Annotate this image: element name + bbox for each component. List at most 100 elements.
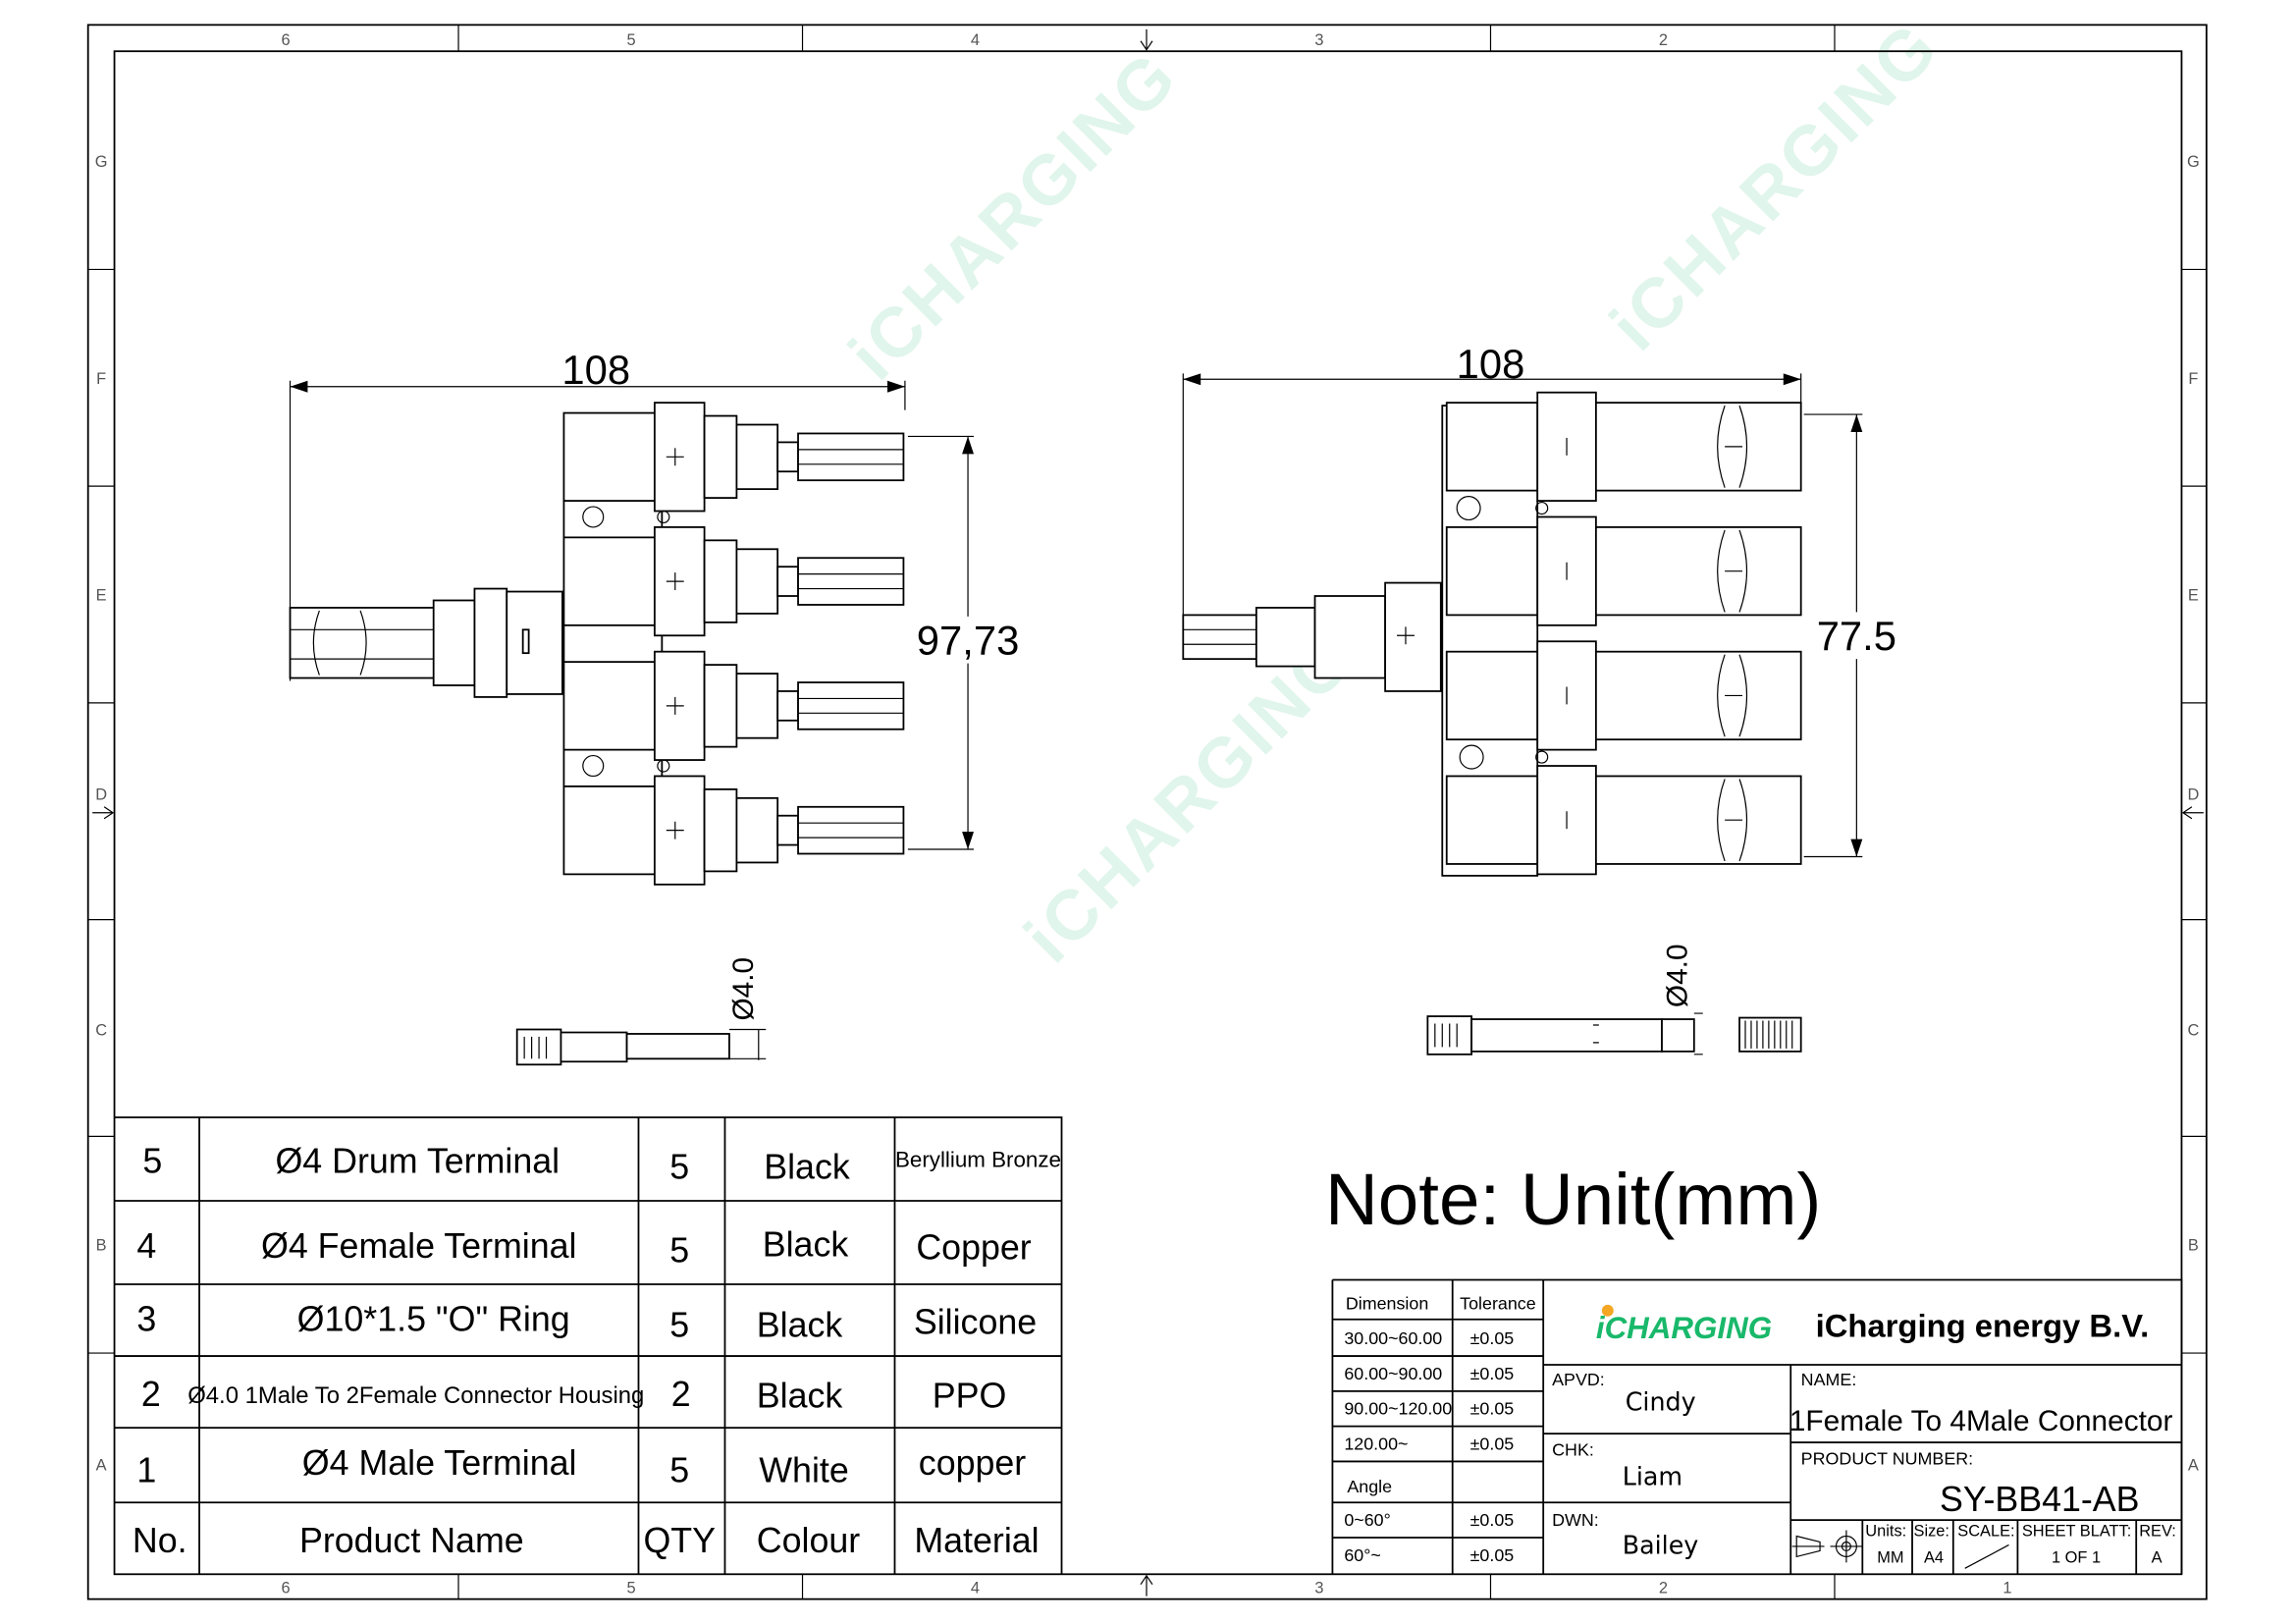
svg-text:120.00~: 120.00~	[1344, 1435, 1408, 1454]
svg-text:Colour: Colour	[757, 1521, 860, 1560]
svg-text:6: 6	[281, 31, 290, 49]
svg-text:APVD:: APVD:	[1552, 1370, 1605, 1389]
svg-text:±0.05: ±0.05	[1470, 1399, 1515, 1419]
svg-text:3: 3	[136, 1300, 156, 1339]
svg-text:iCHARGING: iCHARGING	[1595, 7, 1953, 365]
svg-text:Units:: Units:	[1865, 1523, 1906, 1541]
svg-text:5: 5	[669, 1306, 689, 1345]
svg-text:Black: Black	[757, 1376, 843, 1415]
svg-text:5: 5	[669, 1231, 689, 1271]
svg-text:1: 1	[136, 1450, 156, 1489]
svg-text:C: C	[95, 1021, 107, 1039]
svg-text:5: 5	[669, 1450, 689, 1489]
svg-text:Beryllium Bronze: Beryllium Bronze	[895, 1148, 1061, 1172]
svg-text:Black: Black	[757, 1306, 843, 1345]
outer-border	[86, 24, 2208, 1600]
svg-text:Ø4.0 1Male To 2Female Connecto: Ø4.0 1Male To 2Female Connector Housing	[187, 1382, 644, 1409]
svg-text:Liam: Liam	[1623, 1461, 1682, 1490]
svg-text:4: 4	[971, 1580, 980, 1597]
svg-text:E: E	[2188, 586, 2199, 604]
svg-text:90.00~120.00: 90.00~120.00	[1344, 1399, 1452, 1419]
svg-text:Ø4 Drum Terminal: Ø4 Drum Terminal	[275, 1142, 560, 1181]
svg-text:Ø4 Male Terminal: Ø4 Male Terminal	[302, 1443, 577, 1483]
svg-text:No.: No.	[133, 1521, 187, 1560]
svg-text:±0.05: ±0.05	[1470, 1510, 1515, 1530]
column-labels: 6 5 4 3 2 6 5 4 3 2 1	[281, 31, 2011, 1597]
left-connector-drawing	[289, 402, 905, 886]
scale-slash	[1964, 1543, 2009, 1569]
left-terminal-drawing: Ø4.0	[515, 957, 767, 1066]
svg-text:±0.05: ±0.05	[1470, 1328, 1515, 1348]
svg-text:108: 108	[561, 347, 630, 393]
svg-text:B: B	[96, 1237, 107, 1255]
frame-ticks	[87, 25, 2207, 1599]
svg-text:White: White	[759, 1450, 848, 1489]
svg-text:CHK:: CHK:	[1552, 1439, 1594, 1459]
svg-text:2: 2	[141, 1375, 161, 1414]
svg-text:Ø10*1.5 "O" Ring: Ø10*1.5 "O" Ring	[297, 1300, 570, 1339]
svg-text:Black: Black	[763, 1225, 849, 1265]
svg-text:G: G	[95, 153, 108, 171]
svg-text:4: 4	[136, 1226, 156, 1266]
svg-text:Ø4.0: Ø4.0	[1661, 944, 1693, 1007]
svg-text:A: A	[2188, 1456, 2199, 1474]
right-height-dimension: 77.5	[1803, 413, 1898, 858]
projection-symbol-icon	[1791, 1530, 1863, 1563]
svg-text:REV:: REV:	[2139, 1523, 2176, 1541]
svg-text:60.00~90.00: 60.00~90.00	[1344, 1364, 1442, 1383]
svg-text:108: 108	[1457, 341, 1525, 387]
svg-text:SCALE:: SCALE:	[1957, 1523, 2014, 1541]
svg-text:Product Name: Product Name	[299, 1521, 524, 1560]
svg-text:±0.05: ±0.05	[1470, 1364, 1515, 1383]
svg-text:Copper: Copper	[916, 1228, 1031, 1268]
right-width-dimension: 108	[1182, 341, 1802, 616]
svg-text:G: G	[2187, 153, 2200, 171]
row-labels: G F E D C B A G F E D C B A	[95, 153, 2200, 1474]
svg-text:2: 2	[1659, 31, 1668, 49]
svg-text:SY-BB41-AB: SY-BB41-AB	[1940, 1480, 2140, 1519]
svg-text:2: 2	[1659, 1580, 1668, 1597]
svg-text:PRODUCT NUMBER:: PRODUCT NUMBER:	[1801, 1448, 1973, 1468]
svg-text:A: A	[96, 1456, 107, 1474]
svg-text:30.00~60.00: 30.00~60.00	[1344, 1328, 1442, 1348]
svg-text:Material: Material	[914, 1521, 1039, 1560]
left-height-dimension: 97,73	[907, 435, 1019, 850]
right-terminal-drawing: Ø4.0	[1426, 944, 1703, 1056]
svg-text:77.5: 77.5	[1817, 613, 1896, 659]
svg-text:PPO: PPO	[933, 1376, 1007, 1415]
svg-text:Dimension: Dimension	[1346, 1293, 1428, 1313]
svg-text:5: 5	[626, 31, 635, 49]
svg-text:2: 2	[671, 1375, 691, 1414]
svg-text:A4: A4	[1924, 1548, 1944, 1566]
svg-text:97,73: 97,73	[917, 618, 1019, 664]
svg-text:3: 3	[1314, 1580, 1323, 1597]
svg-text:D: D	[95, 785, 107, 803]
right-connector-drawing	[1182, 391, 1802, 877]
svg-text:Silicone: Silicone	[914, 1303, 1037, 1342]
svg-text:iCHARGING: iCHARGING	[1596, 1311, 1772, 1345]
svg-text:A: A	[2152, 1548, 2163, 1566]
svg-text:5: 5	[142, 1142, 162, 1181]
unit-note: Note: Unit(mm)	[1325, 1158, 1821, 1240]
svg-text:1Female To 4Male Connector: 1Female To 4Male Connector	[1789, 1405, 2173, 1437]
inner-border	[113, 50, 2183, 1576]
svg-text:MM: MM	[1877, 1548, 1903, 1566]
svg-text:Ø4.0: Ø4.0	[727, 957, 760, 1021]
svg-text:D: D	[2187, 785, 2199, 803]
bom-table: 5 Ø4 Drum Terminal 5 Black Beryllium Bro…	[114, 1116, 1063, 1575]
svg-text:SHEET BLATT:: SHEET BLATT:	[2022, 1523, 2131, 1541]
svg-text:iCHARGING: iCHARGING	[834, 36, 1193, 395]
svg-text:4: 4	[971, 31, 980, 49]
svg-text:6: 6	[281, 1580, 290, 1597]
svg-text:Bailey: Bailey	[1623, 1530, 1699, 1559]
svg-text:E: E	[96, 586, 107, 604]
svg-text:Ø4 Female Terminal: Ø4 Female Terminal	[261, 1226, 577, 1266]
svg-text:B: B	[2188, 1237, 2199, 1255]
svg-text:QTY: QTY	[643, 1521, 716, 1560]
svg-text:60°~: 60°~	[1344, 1545, 1380, 1565]
svg-text:Size:: Size:	[1914, 1523, 1949, 1541]
svg-text:±0.05: ±0.05	[1470, 1435, 1515, 1454]
svg-text:F: F	[96, 370, 106, 388]
svg-text:NAME:: NAME:	[1801, 1370, 1857, 1389]
